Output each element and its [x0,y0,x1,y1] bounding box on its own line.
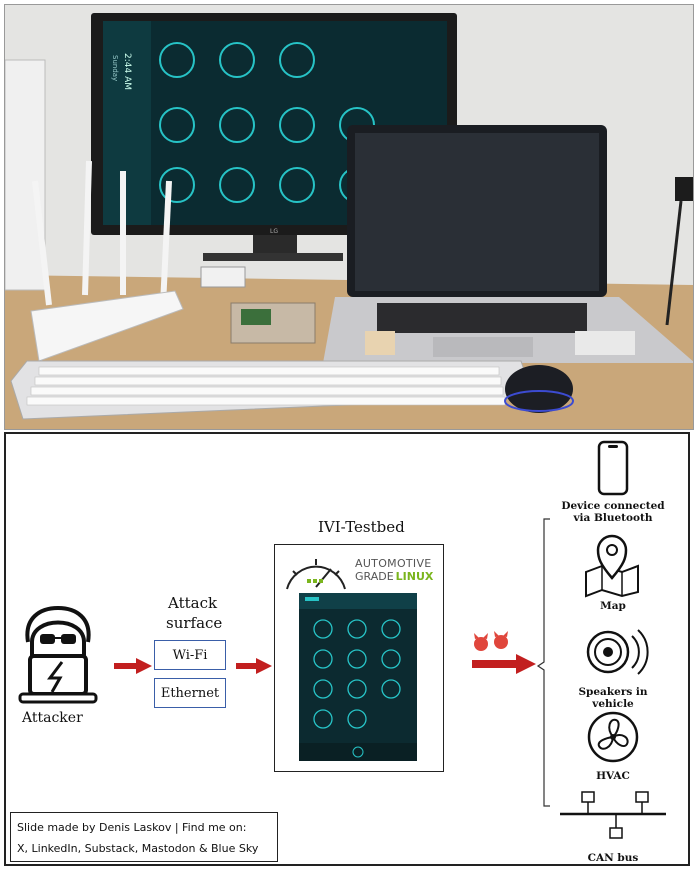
phone-icon [597,440,629,496]
wifi-box: Wi-Fi [154,640,226,670]
attacker-label: Attacker [22,710,83,726]
target-map-label: Map [600,600,626,612]
can-bus-icon [560,791,666,839]
testbed-title: IVI-Testbed [318,518,405,536]
attack-diagram: Attacker Attack surface Wi-Fi Ethernet I… [4,432,690,866]
svg-text:LG: LG [270,228,278,235]
credit-line2: X, LinkedIn, Substack, Mastodon & Blue S… [17,842,259,855]
target-hvac-label: HVAC [596,770,630,782]
agl-line1: AUTOMOTIVE [355,557,432,570]
credit-box: Slide made by Denis Laskov | Find me on:… [10,812,278,862]
testbed-photo-illustration: 2:44 AM Sunday LG [5,5,693,429]
credit-line1: Slide made by Denis Laskov | Find me on: [17,821,247,834]
ethernet-box: Ethernet [154,678,226,708]
laptop [323,125,693,363]
ivi-screen [299,593,417,761]
screen-clock-day: Sunday [111,55,119,81]
attack-surface-label-line1: Attack [168,594,218,612]
arrow-attacker-to-surface [114,658,152,674]
attack-surface-label-line2: surface [166,614,223,632]
agl-grade: GRADE [355,570,394,583]
targets-bracket [536,518,550,807]
hvac-fan-icon [587,711,639,763]
testbed-photo: 2:44 AM Sunday LG [4,4,694,430]
arrow-surface-to-testbed [236,658,272,674]
target-canbus-label: CAN bus [587,852,639,864]
speaker-icon [586,629,649,675]
target-bluetooth-line1: Device connected [561,500,665,512]
arrow-testbed-to-targets [472,654,536,674]
agl-linux: LINUX [395,570,434,583]
target-speakers-label: Speakers in vehicle [578,686,648,710]
agl-gauge-icon [286,559,346,590]
target-bluetooth-line2: via Bluetooth [573,512,653,524]
target-bluetooth-label: Device connected via Bluetooth [558,500,668,524]
router [30,160,184,362]
attacker-icon [18,605,98,704]
devil-icon [474,631,508,651]
map-icon [585,534,639,598]
screen-clock-time: 2:44 AM [122,53,132,90]
